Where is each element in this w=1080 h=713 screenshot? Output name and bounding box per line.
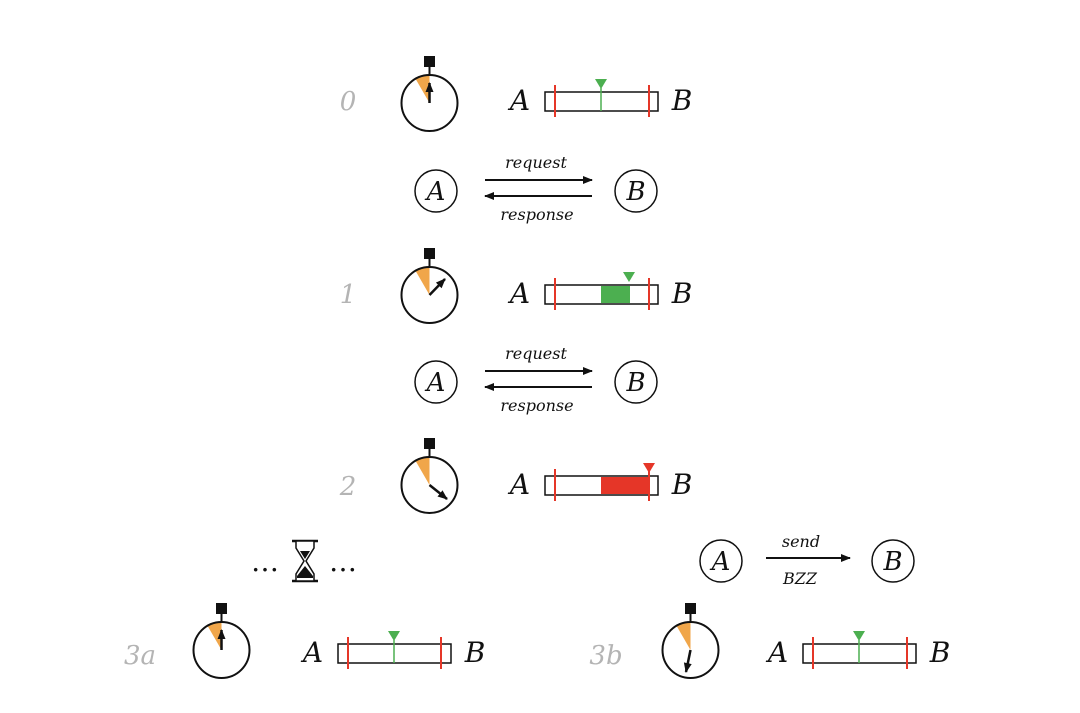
- timeout-bar: [544, 79, 659, 117]
- request-label: request: [505, 344, 567, 363]
- stopwatch-icon: [400, 438, 459, 514]
- send-exchange: A B send BZZ: [699, 532, 915, 588]
- node-a-label: A: [710, 547, 731, 577]
- step-1: 1 A B: [340, 248, 693, 324]
- step-2: 2 A B: [339, 438, 693, 514]
- stopwatch-icon: [192, 603, 251, 679]
- current-time-marker: [623, 272, 635, 282]
- response-label: response: [500, 205, 573, 224]
- current-time-marker: [595, 79, 607, 89]
- timeout-bar: [337, 631, 452, 669]
- ellipsis-left: …: [251, 545, 279, 578]
- step-label-3b: 3b: [589, 641, 622, 671]
- node-a-label: A: [425, 177, 446, 207]
- step-label-2: 2: [339, 472, 357, 502]
- exchange-2: A B request response: [414, 344, 658, 415]
- current-time-marker: [853, 631, 865, 641]
- node-b: [614, 169, 658, 213]
- bar-label-left: A: [300, 636, 323, 669]
- current-time-marker: [643, 463, 655, 473]
- bar-label-right: B: [671, 84, 693, 117]
- node-b: [871, 539, 915, 583]
- send-label: send: [782, 532, 820, 551]
- exchange-1: A B request response: [414, 153, 658, 224]
- stopwatch-icon: [661, 603, 720, 679]
- bar-label-left: A: [765, 636, 788, 669]
- timeout-bar: [544, 272, 659, 310]
- window-fill: [601, 477, 649, 494]
- current-time-marker: [388, 631, 400, 641]
- step-0: 0 A B: [340, 56, 693, 132]
- bar-label-right: B: [929, 636, 951, 669]
- window-fill: [601, 286, 630, 303]
- node-a: [414, 360, 458, 404]
- node-a: [414, 169, 458, 213]
- step-3b: 3b A B: [589, 603, 951, 679]
- node-a-label: A: [425, 368, 446, 398]
- timeout-bar: [802, 631, 917, 669]
- step-label-3a: 3a: [124, 641, 156, 671]
- node-b-label: B: [882, 547, 902, 577]
- bar-label-right: B: [671, 468, 693, 501]
- bar-label-left: A: [507, 277, 530, 310]
- bar-label-left: A: [507, 84, 530, 117]
- step-label-1: 1: [340, 280, 357, 310]
- waiting-row: … …: [251, 539, 357, 583]
- timeout-bar: [544, 463, 659, 501]
- bar-label-left: A: [507, 468, 530, 501]
- stopwatch-icon: [400, 248, 459, 324]
- request-label: request: [505, 153, 567, 172]
- node-a: [699, 539, 743, 583]
- step-3a: 3a A B: [124, 603, 486, 679]
- step-label-0: 0: [340, 87, 357, 117]
- response-label: response: [500, 396, 573, 415]
- bzz-label: BZZ: [782, 569, 818, 588]
- bar-label-right: B: [671, 277, 693, 310]
- node-b-label: B: [625, 368, 645, 398]
- bar-label-right: B: [464, 636, 486, 669]
- node-b: [614, 360, 658, 404]
- stopwatch-icon: [400, 56, 459, 132]
- hourglass-icon: [292, 539, 318, 583]
- node-b-label: B: [625, 177, 645, 207]
- ellipsis-right: …: [329, 545, 357, 578]
